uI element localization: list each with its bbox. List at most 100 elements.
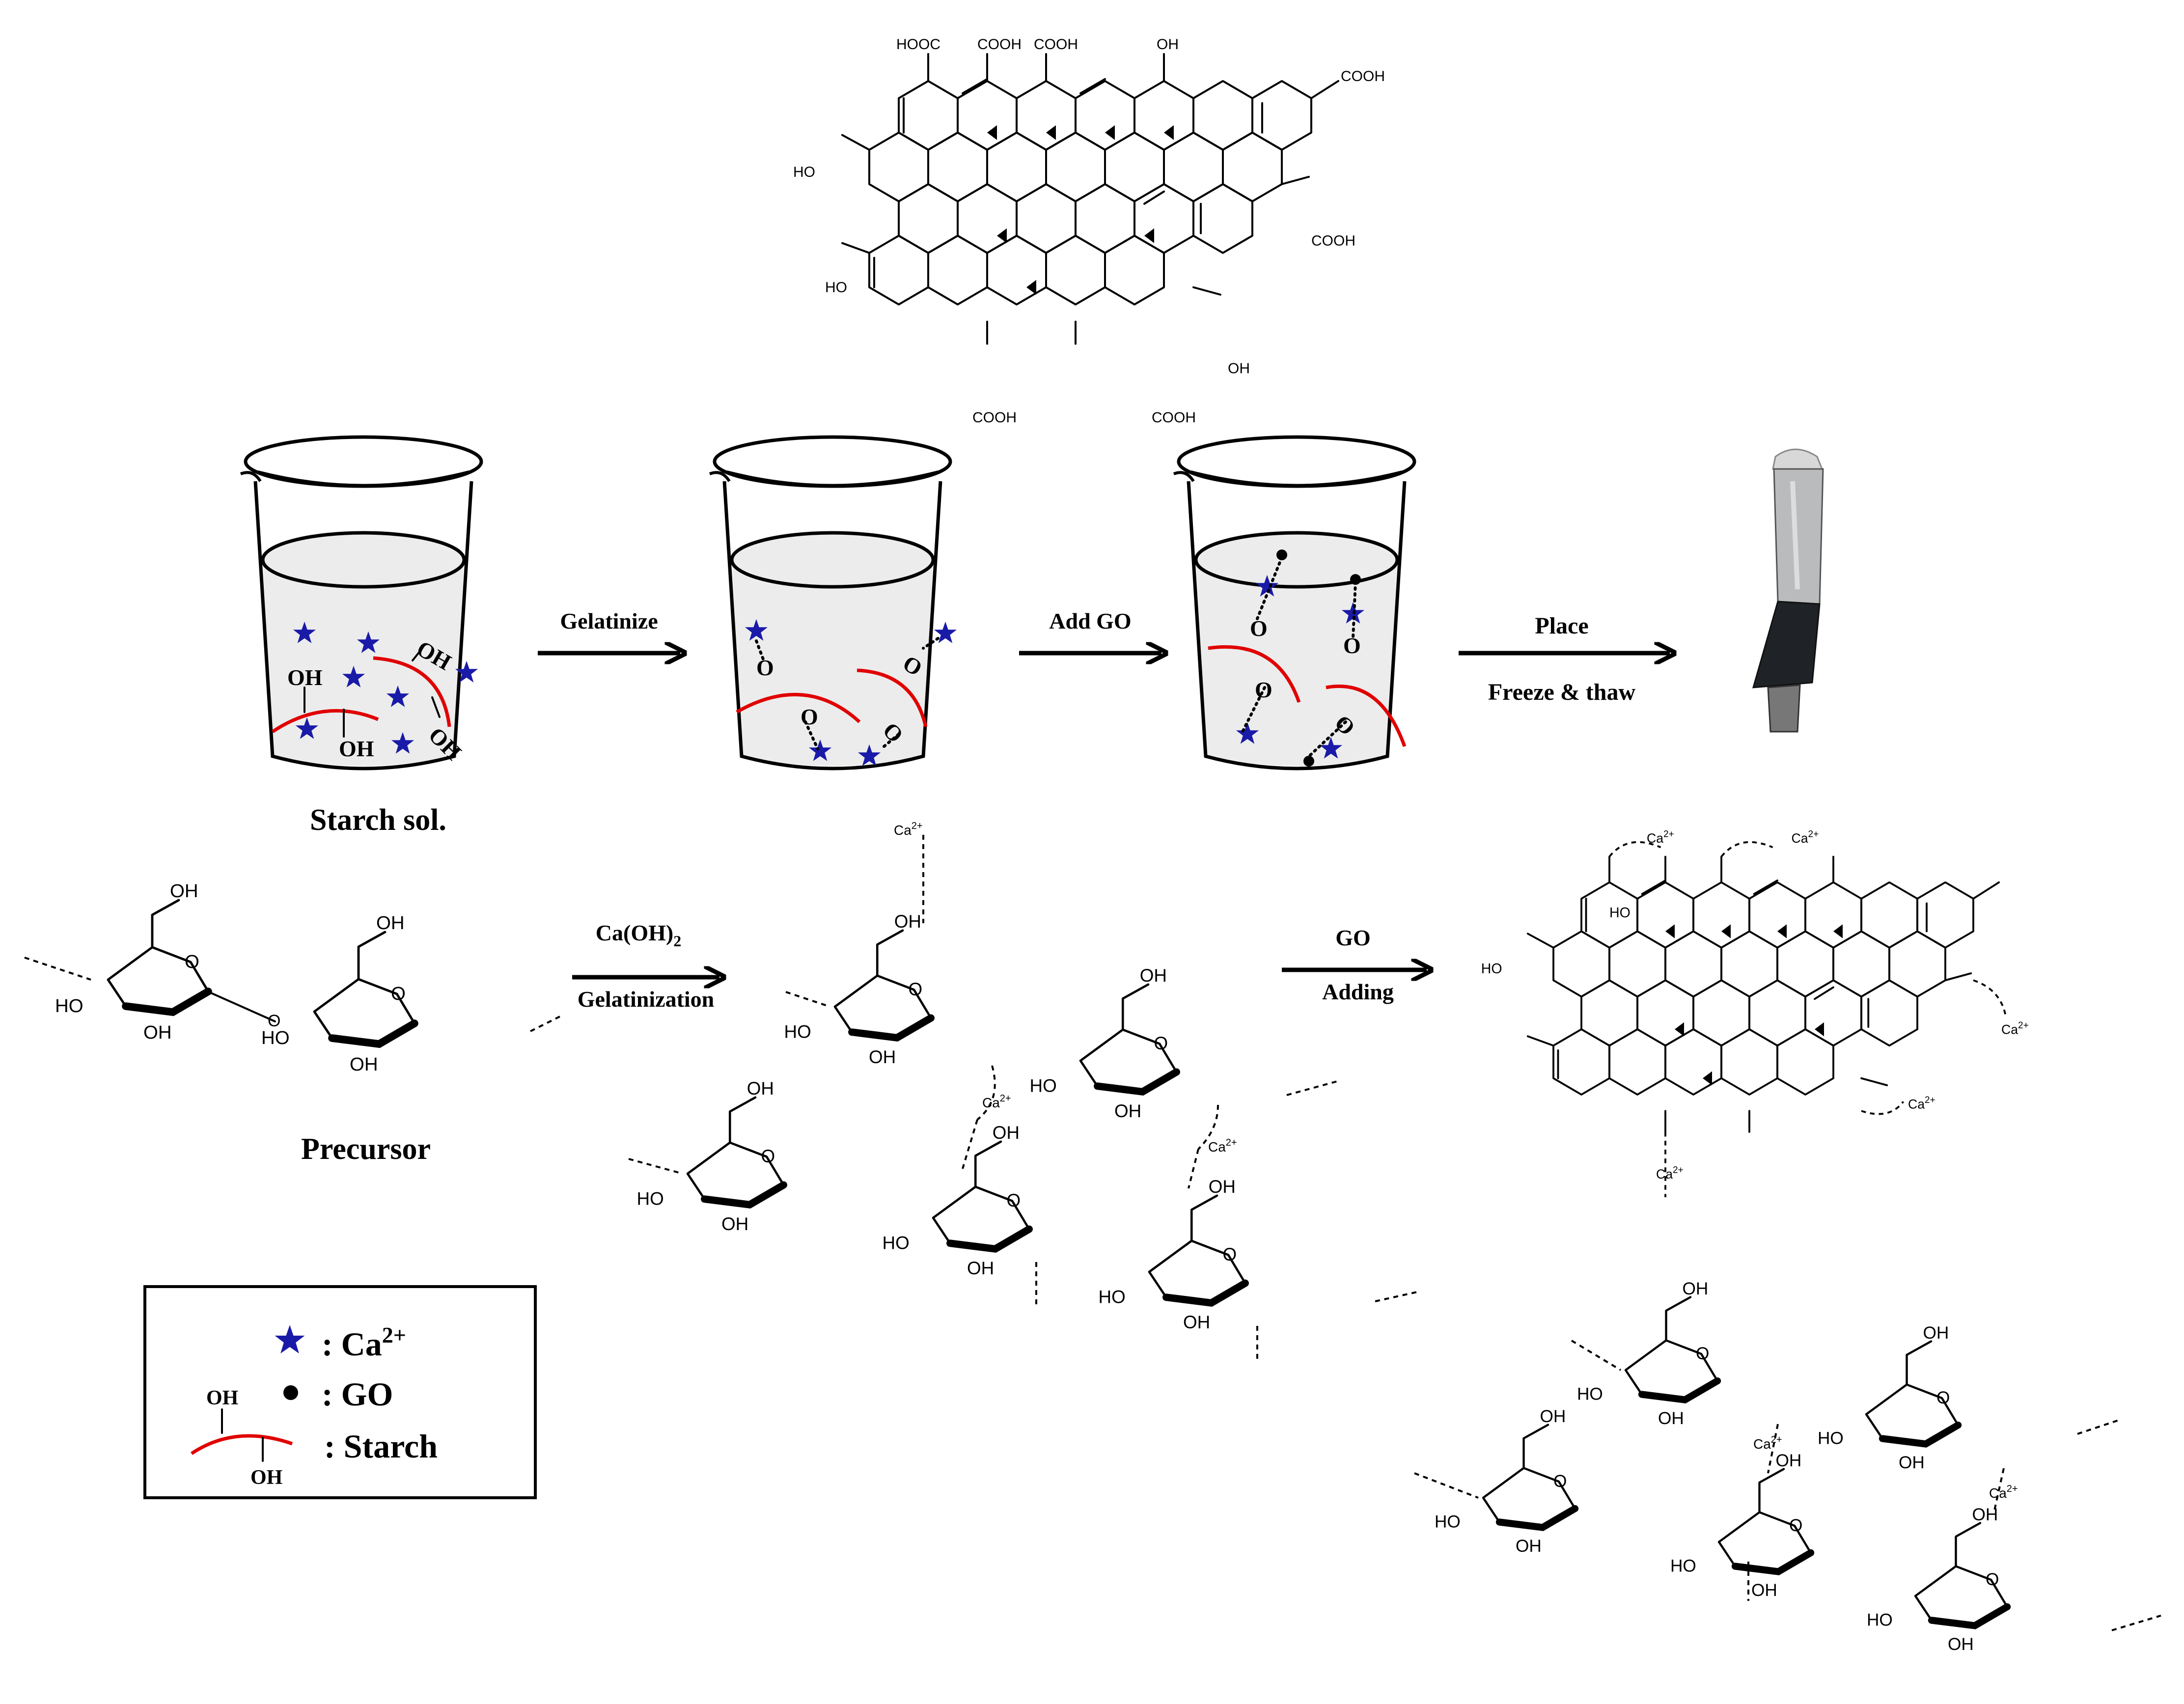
go-ca-starch-composite: Ca2+ Ca2+ Ca2+ Ca2+ Ca2+ HO HO — [1481, 829, 2029, 1198]
oh-label: OH — [721, 1214, 748, 1234]
chain-dash — [1414, 1340, 2161, 1631]
go-dot-icon — [1350, 574, 1361, 585]
oh-label: OH — [1540, 1407, 1566, 1426]
glucose-unit: HO OH O OH — [1030, 965, 1177, 1121]
ring-o-label: O — [1223, 1244, 1237, 1264]
go-dot-icon — [1276, 550, 1287, 560]
ho-label: HO — [1099, 1287, 1126, 1307]
legend-oh-bottom: OH — [250, 1466, 282, 1489]
ring-o-label: O — [391, 983, 406, 1004]
beaker-inner-rim — [1190, 470, 1403, 486]
legend-starch-chain-icon — [191, 1434, 293, 1455]
beaker-rim — [244, 435, 483, 488]
ring-o-label: O — [1154, 1033, 1168, 1053]
oh-label: OH — [1948, 1635, 1974, 1654]
oh-label: OH — [170, 880, 198, 902]
beaker-inner-rim — [726, 470, 939, 486]
go-ho-label-lower: HO — [825, 279, 847, 296]
oh-label: OH — [747, 1078, 774, 1099]
oh-label: OH — [1972, 1505, 1998, 1524]
ca-crosslinked-starch-network: HOOHOOHHOOHOOHHOOHOOHHOOHOOHHOOHOOHCa2+C… — [628, 821, 1420, 1360]
ring-o-label: O — [909, 979, 923, 999]
legend-oh-top: OH — [206, 1387, 238, 1409]
legend: : Ca2+ : GO OH OH : Starch — [143, 1285, 537, 1499]
go-cooh-label-2: COOH — [1034, 36, 1078, 53]
beaker-spout — [709, 471, 731, 482]
composite-ca-label-2: Ca2+ — [1792, 829, 1819, 846]
beaker-wall — [1187, 481, 1407, 770]
chain-end — [24, 957, 91, 981]
oh-label: OH — [1140, 965, 1167, 986]
ring-o-label: O — [1986, 1570, 1999, 1589]
label-precursor: Precursor — [301, 1132, 431, 1166]
ca-label: Ca2+ — [1989, 1484, 2018, 1501]
composite-ho-label: HO — [1481, 961, 1502, 977]
legend-ca-label: : Ca2+ — [322, 1322, 406, 1363]
oh-label: OH — [1683, 1279, 1709, 1298]
ho-label: HO — [261, 1027, 290, 1048]
ho-label: HO — [784, 1021, 811, 1042]
ca-charge: 2+ — [1226, 1137, 1237, 1148]
beaker-3 — [1173, 435, 1416, 770]
oh-label: OH — [350, 1054, 378, 1075]
go-oh-label-top: OH — [1157, 36, 1179, 53]
ho-label: HO — [883, 1233, 910, 1253]
ca-charge: 2+ — [1000, 1093, 1011, 1104]
composite-ca-label-5: Ca2+ — [1656, 1165, 1684, 1182]
starch-chain — [1208, 645, 1301, 703]
oh-label: OH — [1751, 1581, 1777, 1600]
ca-label: Ca2+ — [1753, 1434, 1782, 1452]
o-minus-label: O — [756, 655, 774, 680]
beaker-1 — [240, 435, 483, 770]
o-minus-label: O — [801, 704, 818, 729]
ring-o-label: O — [1007, 1190, 1021, 1210]
composite-ho-label-2: HO — [1609, 905, 1631, 921]
starch-chain — [857, 668, 928, 727]
ho-label: HO — [1670, 1557, 1696, 1576]
composite-starch-chain: HOOHOOHHOOHOOHHOOHOOHHOOHOOHHOOHOOHCa2+C… — [1414, 1279, 2161, 1654]
chain-dash — [628, 835, 1420, 1302]
o-minus-label: O — [1255, 677, 1272, 702]
ho-label: HO — [1818, 1429, 1844, 1448]
oh-label: OH — [1923, 1323, 1949, 1343]
oh-label: OH — [1114, 1101, 1141, 1121]
o-minus-label: O — [1343, 633, 1361, 658]
ca-bridge — [962, 1065, 1258, 1360]
oh-label: OH — [993, 1123, 1020, 1143]
composite-ca-label-4: Ca2+ — [1908, 1095, 1935, 1111]
label-caoh2: Ca(OH)2 — [596, 920, 681, 950]
go-cooh-label-1: COOH — [977, 36, 1022, 53]
go-cooh-label-3: COOH — [1341, 68, 1385, 84]
hydrogel-syringe-photo — [1752, 448, 1824, 733]
o-minus-label: O — [1250, 616, 1268, 641]
ca-label: Ca2+ — [1208, 1137, 1237, 1154]
ho-label: HO — [1030, 1075, 1057, 1096]
beaker-spout — [240, 471, 262, 482]
ring-o-label: O — [1553, 1472, 1567, 1491]
starch-chain — [373, 656, 451, 727]
ca-charge: 2+ — [1771, 1434, 1782, 1445]
ionic-interaction — [755, 637, 940, 750]
ho-label: HO — [637, 1188, 664, 1209]
ionic-interaction — [1241, 556, 1357, 760]
go-oh-label-right: OH — [1228, 360, 1250, 377]
graphene-oxide-structure: HOOC COOH COOH OH COOH HO COOH HO OH COO… — [793, 36, 1385, 426]
ca-charge: 2+ — [2007, 1484, 2018, 1494]
oh-label: OH — [894, 911, 921, 932]
label-add-go: Add GO — [1049, 608, 1131, 633]
go-cooh-label-4: COOH — [1311, 233, 1355, 249]
oh-label: OH — [1776, 1451, 1802, 1470]
legend-box — [143, 1285, 537, 1499]
oh-bond — [431, 696, 441, 718]
liquid-surface — [730, 531, 935, 589]
